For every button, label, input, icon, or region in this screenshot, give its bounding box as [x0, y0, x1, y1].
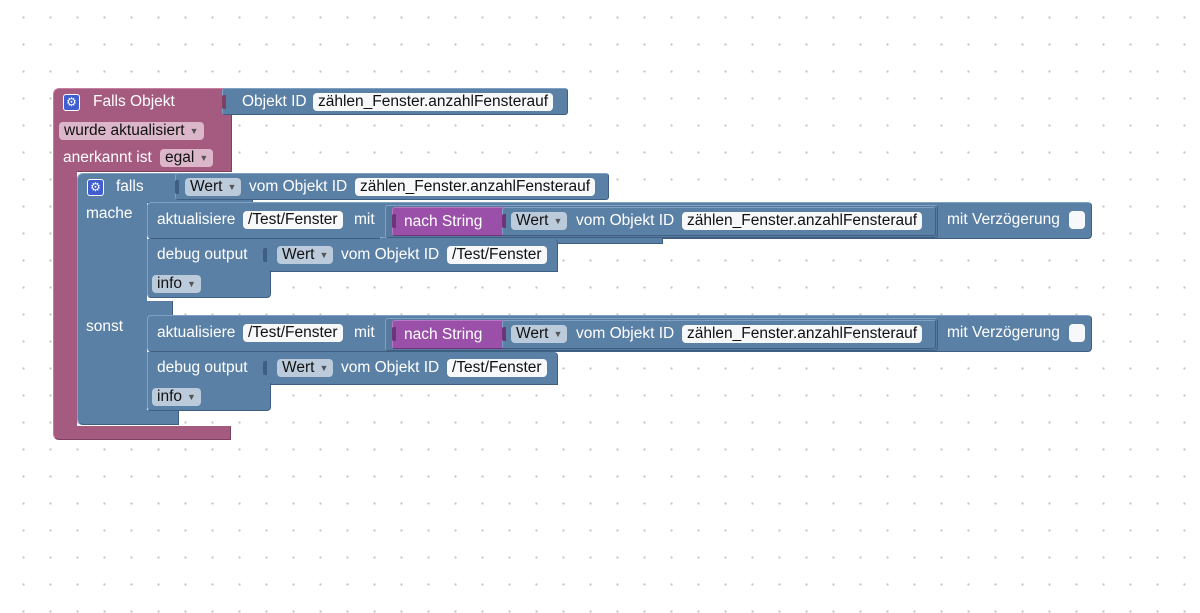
dropdown-arrow-icon: ▼ [227, 182, 237, 192]
else-value-prop-value: Wert [516, 325, 549, 342]
connector-inlet [263, 248, 267, 262]
if-condition-of-label: vom Objekt ID [249, 178, 348, 195]
trigger-ack-value: egal [165, 149, 195, 166]
else-debug-prop-value: Wert [282, 359, 315, 376]
connector-inlet [175, 180, 179, 194]
gear-icon[interactable]: ⚙ [87, 179, 104, 196]
if-condition-prop-value: Wert [190, 178, 223, 195]
else-debug-prop-dropdown[interactable]: Wert ▼ [277, 359, 334, 377]
dropdown-arrow-icon: ▼ [319, 363, 329, 373]
then-log-level-value: info [157, 275, 182, 292]
else-value-object-id-field[interactable]: zählen_Fenster.anzahlFensterauf [682, 325, 923, 343]
dropdown-arrow-icon: ▼ [553, 329, 563, 339]
then-value-of-label: vom Objekt ID [576, 212, 675, 229]
dropdown-arrow-icon: ▼ [187, 392, 196, 402]
else-debug-label: debug output [157, 359, 248, 376]
then-to-string-label: nach String [404, 213, 483, 230]
trigger-mode-dropdown[interactable]: wurde aktualisiert ▼ [59, 122, 204, 140]
else-update-label: aktualisiere [157, 324, 236, 341]
else-value-of-label: vom Objekt ID [576, 325, 675, 342]
then-value-object-id-field[interactable]: zählen_Fenster.anzahlFensterauf [682, 212, 923, 230]
trigger-ack-label: anerkannt ist [63, 149, 152, 166]
else-with-label: mit [354, 324, 375, 341]
if-else-label: sonst [86, 318, 124, 335]
connector-inlet [222, 95, 226, 109]
else-to-string-block[interactable] [392, 320, 506, 349]
then-value-prop-value: Wert [516, 212, 549, 229]
else-debug-of-label: vom Objekt ID [341, 359, 440, 376]
else-log-level-value: info [157, 388, 182, 405]
connector-inlet [502, 214, 506, 228]
then-debug-prop-dropdown[interactable]: Wert ▼ [277, 246, 334, 264]
then-delay-checkbox[interactable] [1069, 211, 1085, 229]
trigger-block-spine[interactable] [53, 170, 77, 428]
dropdown-arrow-icon: ▼ [319, 250, 329, 260]
if-block-else-bar[interactable] [77, 301, 173, 318]
else-delay-label: mit Verzögerung [947, 324, 1060, 341]
then-debug-object-id-field[interactable]: /Test/Fenster [447, 246, 547, 264]
trigger-ack-dropdown[interactable]: egal ▼ [160, 149, 214, 167]
connector-inlet [502, 327, 506, 341]
dropdown-arrow-icon: ▼ [553, 216, 563, 226]
then-with-label: mit [354, 211, 375, 228]
if-block-bottom[interactable] [77, 410, 179, 425]
dropdown-arrow-icon: ▼ [199, 153, 209, 163]
else-to-string-label: nach String [404, 326, 483, 343]
trigger-mode-value: wurde aktualisiert [64, 122, 185, 139]
connector-inlet [392, 327, 396, 341]
else-value-prop-dropdown[interactable]: Wert ▼ [511, 325, 568, 343]
then-update-label: aktualisiere [157, 211, 236, 228]
if-label: falls [116, 178, 144, 195]
then-debug-prop-value: Wert [282, 246, 315, 263]
trigger-title: Falls Objekt [93, 93, 175, 110]
trigger-object-id-field[interactable]: zählen_Fenster.anzahlFensterauf [313, 93, 554, 111]
dropdown-arrow-icon: ▼ [189, 126, 199, 136]
connector-inlet [263, 361, 267, 375]
then-debug-label: debug output [157, 246, 248, 263]
trigger-object-id-label: Objekt ID [242, 93, 307, 110]
else-update-target-field[interactable]: /Test/Fenster [243, 324, 343, 342]
else-delay-checkbox[interactable] [1069, 324, 1085, 342]
else-log-level-dropdown[interactable]: info ▼ [152, 388, 201, 406]
then-value-prop-dropdown[interactable]: Wert ▼ [511, 212, 568, 230]
trigger-block-bottom[interactable] [53, 426, 231, 440]
else-debug-object-id-field[interactable]: /Test/Fenster [447, 359, 547, 377]
if-condition-prop-dropdown[interactable]: Wert ▼ [185, 178, 242, 196]
then-delay-label: mit Verzögerung [947, 211, 1060, 228]
then-debug-of-label: vom Objekt ID [341, 246, 440, 263]
then-log-level-dropdown[interactable]: info ▼ [152, 275, 201, 293]
gear-icon[interactable]: ⚙ [63, 94, 80, 111]
if-condition-object-id-field[interactable]: zählen_Fenster.anzahlFensterauf [355, 178, 596, 196]
connector-inlet [392, 214, 396, 228]
then-update-target-field[interactable]: /Test/Fenster [243, 211, 343, 229]
dropdown-arrow-icon: ▼ [187, 279, 196, 289]
if-do-label: mache [86, 205, 133, 222]
